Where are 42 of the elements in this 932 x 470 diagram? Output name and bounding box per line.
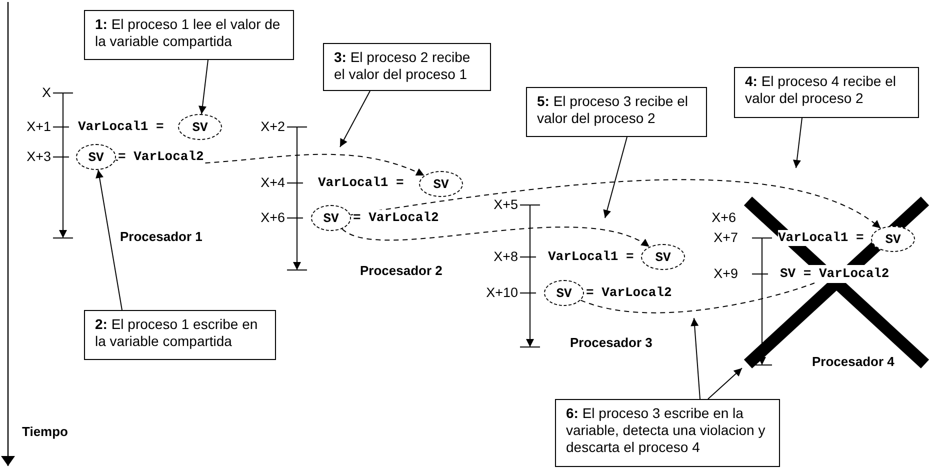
- callout-box: 1: El proceso 1 lee el valor de la variable compartida: [84, 10, 294, 60]
- leader-arrow: [96, 169, 122, 310]
- callout-box: 3: El proceso 2 recibe el valor del proceso 1: [323, 43, 491, 91]
- time-label: X: [42, 85, 51, 101]
- time-label: X+2: [260, 119, 285, 135]
- dashed-ellipse: SV: [76, 144, 116, 170]
- dashed-ellipse: SV: [178, 114, 222, 140]
- time-label: X+9: [714, 266, 738, 282]
- leader-arrow: [340, 90, 370, 148]
- dashed-ellipse: SV: [544, 280, 584, 306]
- time-label: X+8: [494, 249, 518, 265]
- time-label: X+7: [714, 230, 738, 246]
- axis-title: Procesador 1: [120, 229, 202, 245]
- callout-box: 6: El proceso 3 escribe en la variable, detecta una violacion y descarta el proceso 4: [555, 399, 780, 467]
- callout-box: 5: El proceso 3 recibe el valor del proceso 2: [526, 87, 707, 137]
- code-text: = VarLocal2: [118, 149, 204, 165]
- axis-title: Tiempo: [22, 424, 68, 440]
- dashed-ellipse: SV: [871, 226, 915, 252]
- dashed-ellipse: SV: [311, 205, 351, 231]
- dashed-ellipse: SV: [419, 171, 463, 197]
- dashed-ellipse: SV: [641, 244, 685, 270]
- code-text: VarLocal1 =: [778, 230, 864, 246]
- leader-arrow: [198, 60, 208, 115]
- leader-arrow: [690, 318, 700, 400]
- leader-arrow: [792, 118, 802, 168]
- time-label: X+3: [26, 149, 51, 165]
- time-label: X+6: [260, 210, 285, 226]
- time-label: X+6: [712, 210, 736, 226]
- dashed-arrow: [342, 226, 650, 248]
- callout-box: 2: El proceso 1 escribe en la variable compartida: [84, 310, 276, 360]
- time-label: X+1: [26, 119, 51, 135]
- code-text: SV = VarLocal2: [780, 265, 890, 283]
- leader-arrow: [603, 136, 628, 218]
- axis-title: Procesador 4: [812, 354, 894, 370]
- dashed-arrow: [350, 179, 882, 229]
- time-label: X+5: [494, 197, 518, 213]
- axis-title: Procesador 3: [570, 335, 652, 351]
- callout-box: 4: El proceso 4 recibe el valor del proceso 2: [734, 67, 919, 118]
- time-label: X+4: [260, 175, 285, 191]
- axis-title: Procesador 2: [360, 263, 442, 279]
- leader-arrow: [708, 368, 742, 400]
- time-label: X+10: [486, 285, 518, 301]
